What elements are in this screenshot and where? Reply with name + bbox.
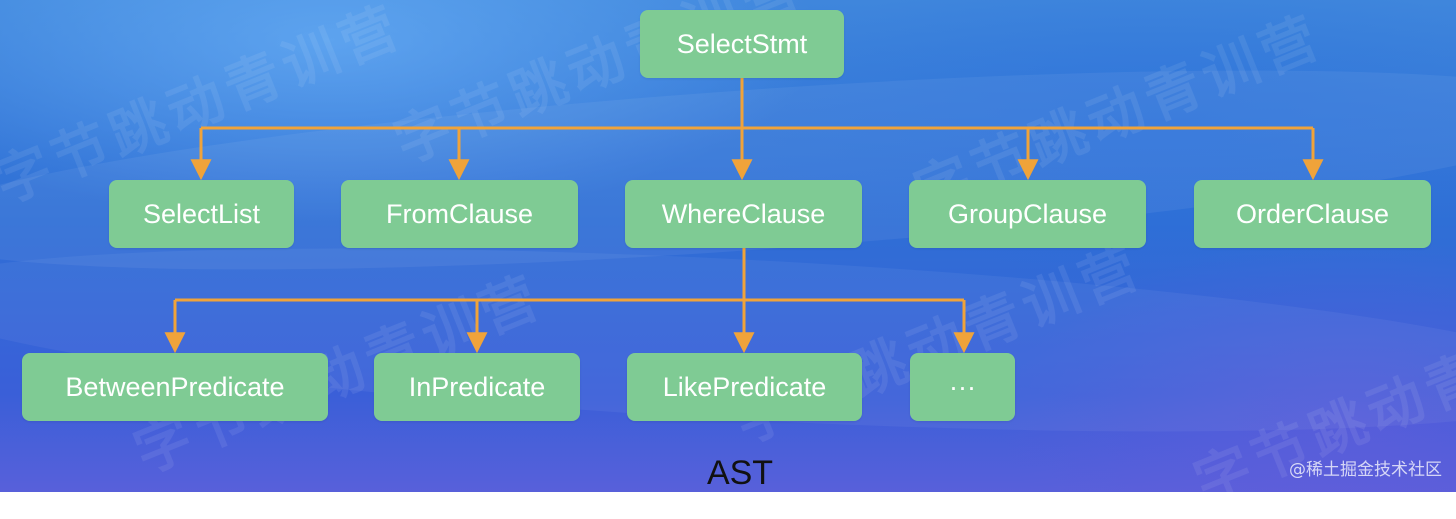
diagram-caption: AST [706,454,774,492]
node-selectlist: SelectList [109,180,294,248]
node-selectstmt: SelectStmt [640,10,844,78]
tree-edges [164,78,1324,354]
node-fromclause: FromClause [341,180,578,248]
node-whereclause: WhereClause [625,180,862,248]
source-credit: @稀土掘金技术社区 [1289,460,1442,480]
node-groupclause: GroupClause [909,180,1146,248]
node-ellipsis: ··· [910,353,1015,421]
node-betweenpredicate: BetweenPredicate [22,353,328,421]
node-likepredicate: LikePredicate [627,353,862,421]
node-orderclause: OrderClause [1194,180,1431,248]
node-inpredicate: InPredicate [374,353,580,421]
